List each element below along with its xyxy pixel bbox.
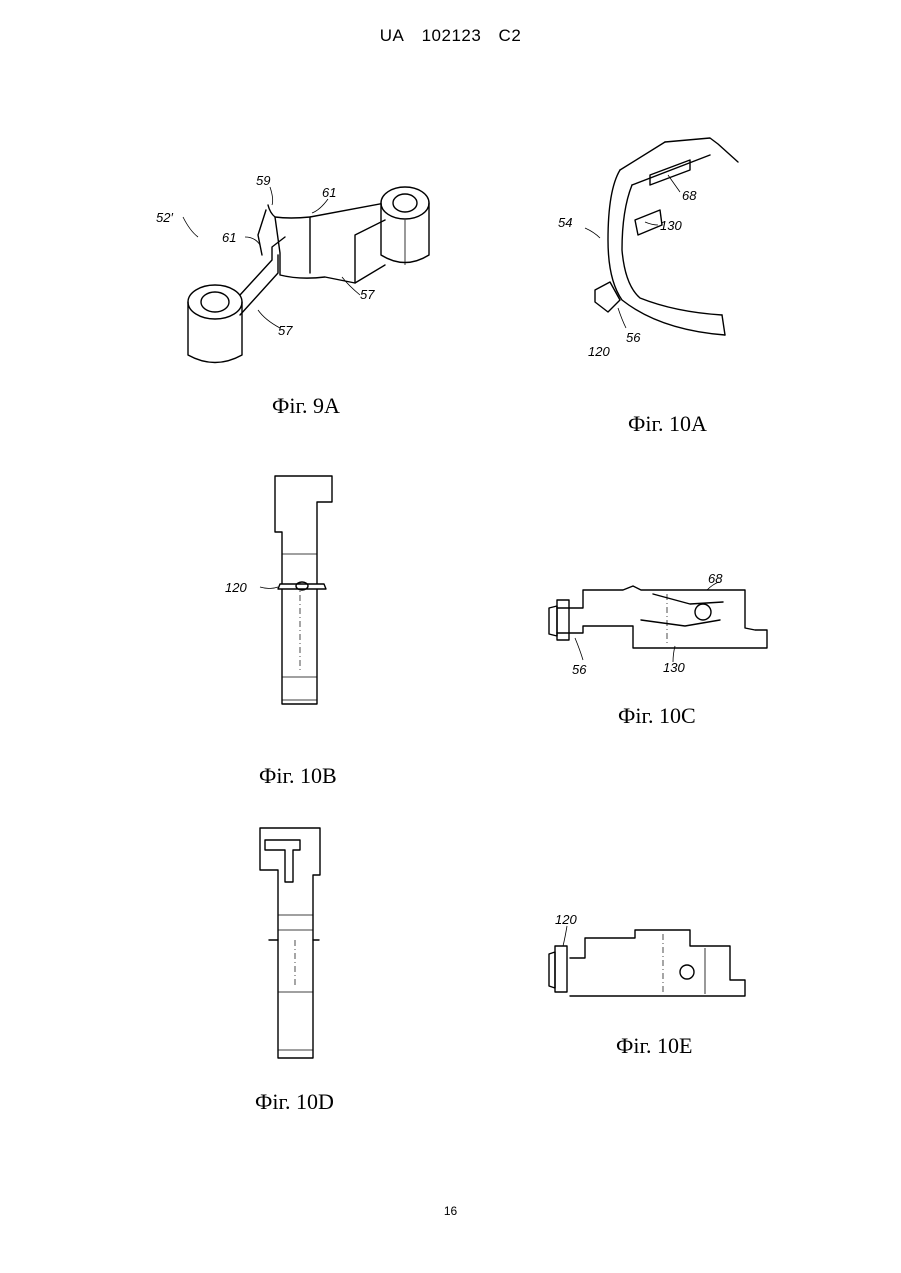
label-56: 56 bbox=[572, 662, 587, 677]
label-130: 130 bbox=[663, 660, 685, 675]
caption-fig-10e: Фіг. 10Е bbox=[616, 1033, 692, 1059]
figure-10c-drawing: 68 56 130 bbox=[545, 568, 780, 688]
label-57-left: 57 bbox=[278, 323, 293, 338]
label-68: 68 bbox=[682, 188, 697, 203]
label-59: 59 bbox=[256, 173, 270, 188]
country-code: UA bbox=[380, 26, 405, 45]
label-61-top: 61 bbox=[322, 185, 336, 200]
caption-fig-10b: Фіг. 10В bbox=[259, 763, 337, 789]
label-56: 56 bbox=[626, 330, 641, 345]
caption-fig-10d: Фіг. 10D bbox=[255, 1089, 334, 1115]
patent-header: UA 102123 C2 bbox=[0, 26, 901, 46]
page-number: 16 bbox=[0, 1204, 901, 1218]
caption-fig-10c: Фіг. 10С bbox=[618, 703, 696, 729]
label-61-left: 61 bbox=[222, 230, 236, 245]
caption-fig-10a: Фіг. 10А bbox=[628, 411, 707, 437]
label-120: 120 bbox=[555, 912, 577, 927]
label-54: 54 bbox=[558, 215, 572, 230]
label-130: 130 bbox=[660, 218, 682, 233]
figure-10e-drawing: 120 bbox=[545, 908, 760, 998]
figure-10b-drawing: 120 bbox=[220, 472, 350, 712]
label-120: 120 bbox=[225, 580, 247, 595]
right-post-top bbox=[381, 187, 429, 219]
label-120: 120 bbox=[588, 344, 610, 359]
figure-9a-drawing: 52′ 59 61 61 57 57 bbox=[150, 165, 450, 375]
label-57-right: 57 bbox=[360, 287, 375, 302]
left-post-top bbox=[188, 285, 242, 319]
label-52: 52′ bbox=[156, 210, 173, 225]
figure-10d-drawing bbox=[245, 820, 345, 1070]
caption-fig-9a: Фіг. 9А bbox=[272, 393, 340, 419]
patent-number: 102123 bbox=[422, 26, 482, 45]
patent-kind: C2 bbox=[499, 26, 522, 45]
figure-10a-drawing: 68 130 54 120 56 bbox=[550, 130, 750, 370]
label-68: 68 bbox=[708, 571, 723, 586]
